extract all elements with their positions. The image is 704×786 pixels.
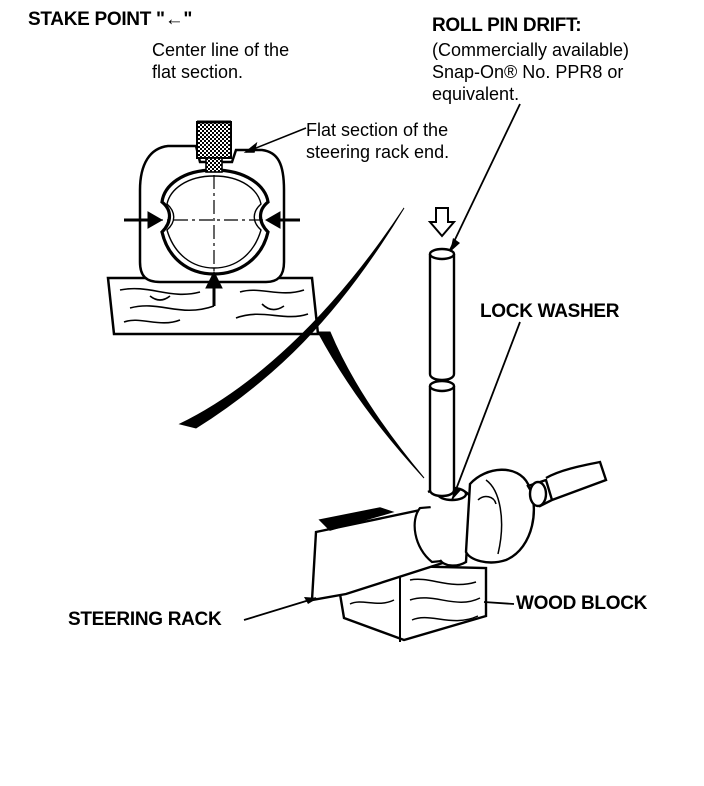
inset-leaders xyxy=(243,127,307,153)
magnify-callout-curve xyxy=(178,207,405,429)
stake-arrows xyxy=(124,211,300,306)
center-line-label: Center line of the flat section. xyxy=(152,40,290,82)
stake-point-label: STAKE POINT "←" xyxy=(28,9,193,30)
wood-block-label: WOOD BLOCK xyxy=(516,593,648,614)
arrow-right-icon xyxy=(124,211,164,229)
hollow-arrow-down-icon xyxy=(427,207,457,238)
flat-section-label: Flat section of the steering rack end. xyxy=(306,120,450,162)
leader-arrowheads xyxy=(304,238,461,604)
arrow-up-icon xyxy=(205,270,223,306)
callout-wedge xyxy=(317,331,425,479)
stake-tool xyxy=(196,121,232,159)
lock-washer-label: LOCK WASHER xyxy=(480,301,620,322)
ball-joint-housing xyxy=(464,468,536,564)
main-assembly xyxy=(243,103,608,642)
arrow-left-icon xyxy=(264,211,300,229)
roll-pin-drift xyxy=(428,247,456,498)
cross-section-inset xyxy=(106,120,320,336)
steering-rack-label: STEERING RACK xyxy=(68,609,222,630)
roll-pin-drift-desc: (Commercially available) Snap-On® No. PP… xyxy=(432,40,630,104)
roll-pin-drift-title: ROLL PIN DRIFT: xyxy=(432,15,582,36)
